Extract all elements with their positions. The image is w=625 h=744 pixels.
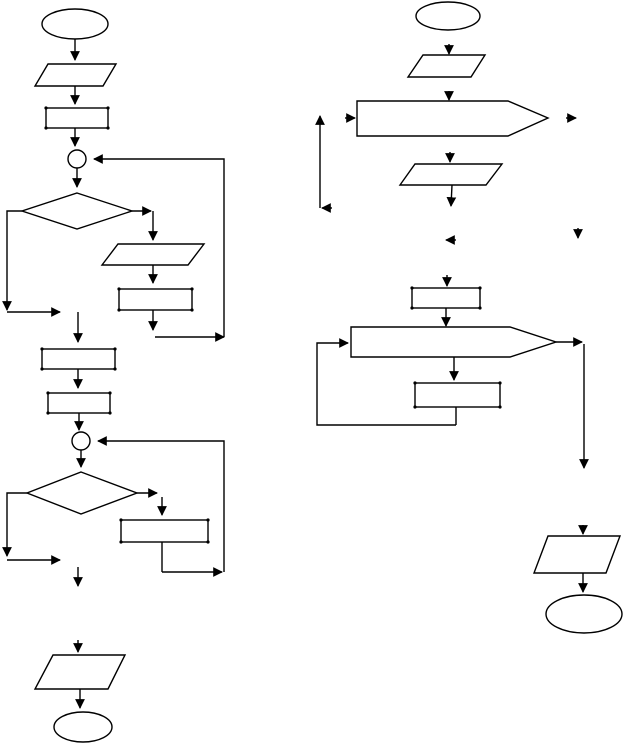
corner-dots — [413, 381, 502, 409]
left-loop-junction-2 — [71, 431, 91, 451]
right-loop-header-1 — [356, 100, 550, 137]
left-process-box-5 — [120, 519, 209, 543]
connector — [2, 210, 22, 311]
connector — [316, 338, 456, 426]
right-flowchart — [315, 1, 623, 634]
left-end-terminal — [53, 711, 113, 743]
right-loop-header-2 — [350, 326, 559, 358]
left-input-parallelogram — [33, 63, 118, 87]
connector — [97, 436, 225, 572]
connector — [93, 154, 225, 337]
left-decision-2 — [25, 471, 139, 515]
left-start-terminal — [41, 8, 109, 40]
connector — [446, 184, 457, 207]
left-process-box-4 — [47, 392, 111, 414]
right-process-box-1 — [411, 287, 481, 309]
left-loop-junction-1 — [67, 149, 87, 169]
corner-dots — [40, 347, 117, 371]
corner-dots — [46, 391, 112, 415]
corner-dots — [119, 518, 210, 544]
right-process-box-2 — [414, 382, 501, 408]
left-decision-1 — [19, 192, 135, 230]
corner-dots — [117, 287, 194, 312]
left-process-box-2 — [118, 288, 193, 311]
right-input-parallelogram — [406, 54, 487, 78]
left-process-box-1 — [45, 107, 109, 129]
corner-dots — [410, 286, 482, 310]
corner-dots — [44, 106, 110, 130]
right-io-parallelogram — [398, 163, 504, 186]
left-io-parallelogram-1 — [100, 243, 206, 266]
left-flowchart — [2, 8, 225, 743]
right-end-terminal — [545, 594, 623, 634]
right-output-parallelogram — [532, 535, 622, 574]
connector — [2, 492, 27, 557]
left-process-box-3 — [41, 348, 116, 370]
left-output-parallelogram — [33, 654, 127, 690]
right-start-terminal — [415, 1, 481, 31]
